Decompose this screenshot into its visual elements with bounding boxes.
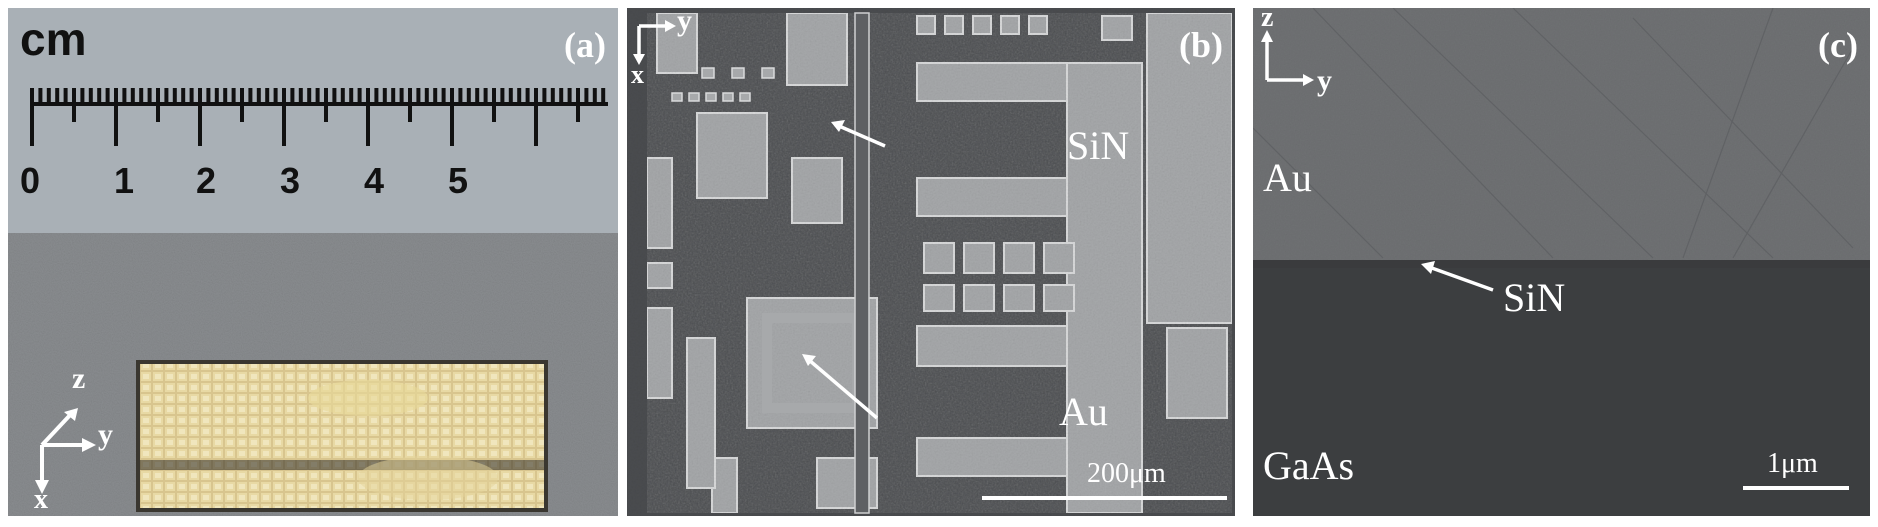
annotation-sin-b: SiN	[1067, 123, 1130, 168]
annotation-au-b: Au	[1059, 389, 1108, 434]
au-layer	[1253, 8, 1870, 260]
panel-a-graphic	[8, 8, 618, 516]
layer-label-au: Au	[1263, 155, 1312, 200]
axis-label-x: x	[34, 484, 48, 515]
ruler-unit-label: cm	[20, 13, 87, 65]
axis-label-z: z	[72, 362, 86, 395]
panel-label-a: (a)	[564, 25, 606, 65]
ruler-background	[8, 8, 618, 233]
panel-c: (c) z y Au SiN GaAs 1μm	[1253, 8, 1870, 516]
ruler-number-1: 1	[114, 160, 135, 201]
chip-sample	[136, 360, 548, 512]
ruler-number-3: 3	[280, 160, 301, 201]
panel-label-b: (b)	[1179, 25, 1223, 65]
ruler-number-0: 0	[20, 160, 41, 201]
axis-label-y: y	[98, 418, 113, 451]
scale-bar-label-b: 200μm	[1087, 458, 1166, 489]
layer-label-sin: SiN	[1503, 275, 1566, 320]
axis-label-y-c: y	[1317, 64, 1332, 97]
small-pads	[671, 67, 775, 102]
scale-bar-label-c: 1μm	[1767, 448, 1818, 479]
axis-label-y-b: y	[677, 8, 692, 37]
ruler-number-2: 2	[196, 160, 217, 201]
au-scratches	[1253, 8, 1854, 259]
panel-label-c: (c)	[1818, 25, 1858, 65]
gaas-layer	[1253, 268, 1870, 516]
ruler-number-4: 4	[364, 160, 385, 201]
panel-a: cm 0 1 2 3 4 5 (a) z y x	[8, 8, 618, 516]
ruler-ticks	[30, 88, 606, 146]
sin-layer	[1253, 260, 1870, 268]
axis-label-x-b: x	[631, 60, 644, 89]
ruler-number-5: 5	[448, 160, 469, 201]
annotation-arrows-b	[802, 120, 886, 420]
panel-b-graphic	[627, 8, 1235, 516]
axes-arrows-c	[1261, 30, 1314, 86]
vertical-trace	[854, 12, 870, 514]
axis-label-z-c: z	[1261, 8, 1274, 33]
axes-arrows-b	[633, 20, 676, 65]
panel-c-graphic	[1253, 8, 1870, 516]
axes-arrows-a	[35, 408, 96, 494]
layer-label-gaas: GaAs	[1263, 443, 1355, 488]
annotation-arrow-c	[1421, 261, 1494, 292]
panel-b: (b) y x SiN Au 200μm	[627, 8, 1235, 516]
